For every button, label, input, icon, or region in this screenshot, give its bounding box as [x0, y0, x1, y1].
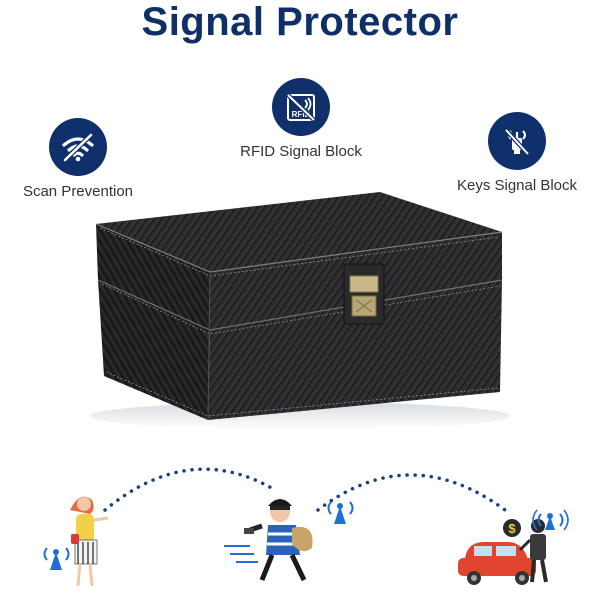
box-lid-front: [96, 224, 210, 330]
box-body-left: [98, 280, 210, 420]
no-wifi-icon: [49, 118, 107, 176]
feature-scan-prevention: Scan Prevention: [12, 118, 144, 200]
rfid-blocked-icon: RFID: [272, 78, 330, 136]
feature-label: Keys Signal Block: [456, 177, 578, 194]
dollar-icon: $: [503, 519, 521, 537]
feature-label: RFID Signal Block: [240, 143, 362, 160]
box-body-front: [208, 280, 502, 420]
signal-blocking-box: [90, 192, 510, 430]
woman-figure: [70, 496, 109, 587]
box-lid-top: [96, 192, 502, 272]
feature-rfid-signal-block: RFID RFID Signal Block: [226, 78, 376, 160]
feature-label: Scan Prevention: [22, 183, 134, 200]
signal-icon-center: [327, 501, 354, 524]
dotted-arc-right: [316, 473, 507, 512]
red-car: [458, 542, 536, 585]
signal-theft-scene: $: [43, 467, 569, 587]
thief-figure: [244, 499, 313, 582]
key-signal-blocked-icon: [488, 112, 546, 170]
feature-keys-signal-block: Keys Signal Block: [448, 112, 586, 194]
signal-icon-right: [532, 509, 569, 531]
car-thief-figure: [518, 519, 548, 583]
dotted-arc-left: [103, 467, 277, 512]
dollar-symbol: $: [508, 521, 516, 536]
signal-icon-left: [43, 547, 70, 570]
box-clasp: [343, 263, 385, 325]
page-title: Signal Protector: [141, 0, 459, 44]
speed-lines: [224, 545, 258, 563]
rfid-icon-text: RFID: [292, 110, 311, 119]
